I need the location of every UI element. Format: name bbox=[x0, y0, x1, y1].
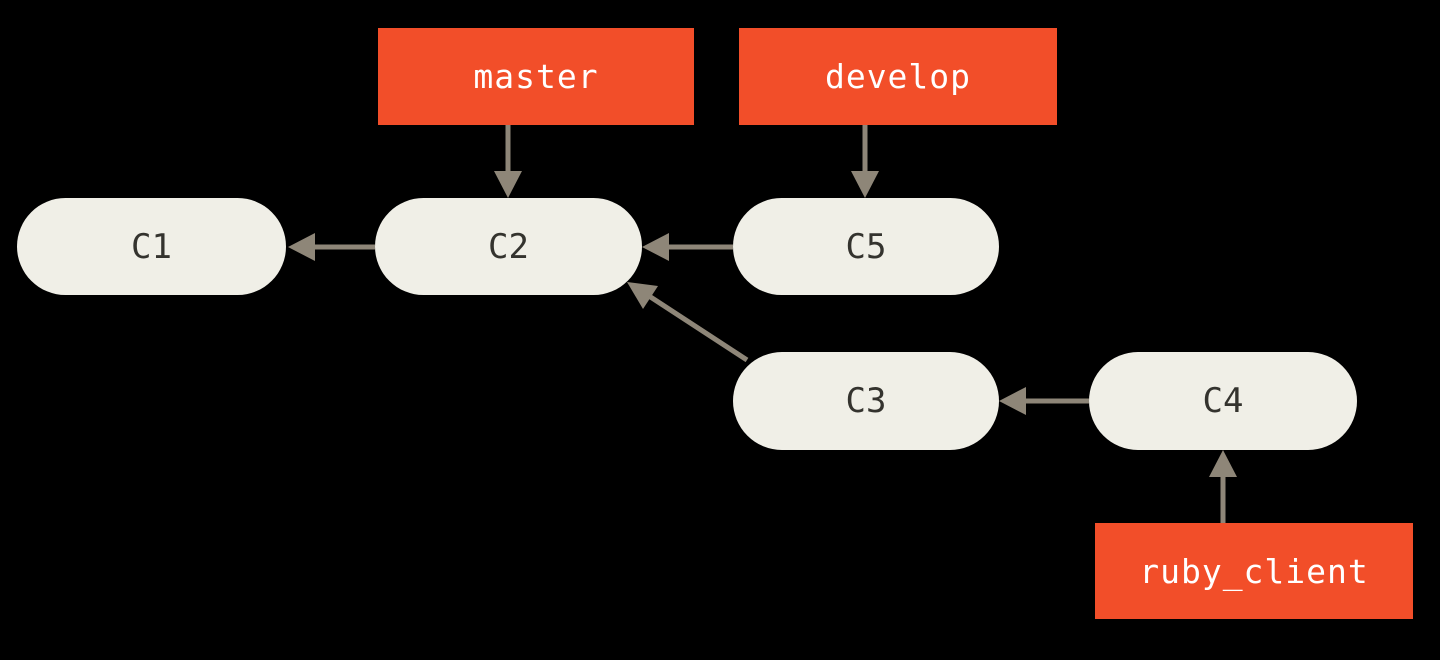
arrow-head bbox=[288, 233, 315, 261]
branch-label-ruby-client: ruby_client bbox=[1095, 523, 1413, 619]
commit-node-c2: C2 bbox=[375, 198, 642, 295]
commit-label-c3: C3 bbox=[845, 381, 887, 421]
edge-master-to-c2 bbox=[494, 125, 522, 198]
edge-c5-to-c2 bbox=[642, 233, 733, 261]
arrow-head bbox=[642, 233, 669, 261]
commit-node-c4: C4 bbox=[1089, 352, 1357, 450]
commit-label-c5: C5 bbox=[845, 226, 887, 267]
edge-c3-to-c2 bbox=[627, 282, 749, 363]
arrow-shaft bbox=[647, 293, 749, 363]
edge-c2-to-c1 bbox=[288, 233, 375, 261]
arrow-head bbox=[494, 171, 522, 198]
edge-ruby-client-to-c4 bbox=[1209, 450, 1237, 523]
arrow-head bbox=[1209, 450, 1237, 477]
commit-label-c4: C4 bbox=[1202, 381, 1244, 421]
branch-label-develop: develop bbox=[739, 28, 1057, 125]
commit-label-c2: C2 bbox=[488, 226, 529, 267]
arrow-head bbox=[999, 387, 1026, 415]
branch-label-develop-text: develop bbox=[824, 57, 972, 96]
arrow-head bbox=[627, 282, 658, 309]
edge-develop-to-c5 bbox=[851, 125, 879, 198]
branch-label-master: master bbox=[378, 28, 694, 125]
arrow-head bbox=[851, 171, 879, 198]
commit-node-c5: C5 bbox=[733, 198, 999, 295]
commit-node-c1: C1 bbox=[17, 198, 286, 295]
commit-node-c3: C3 bbox=[733, 352, 999, 450]
branch-label-master-text: master bbox=[473, 57, 599, 96]
commit-label-c1: C1 bbox=[131, 226, 172, 267]
branch-label-ruby-client-text: ruby_client bbox=[1139, 551, 1369, 591]
edge-c4-to-c3 bbox=[999, 387, 1089, 415]
